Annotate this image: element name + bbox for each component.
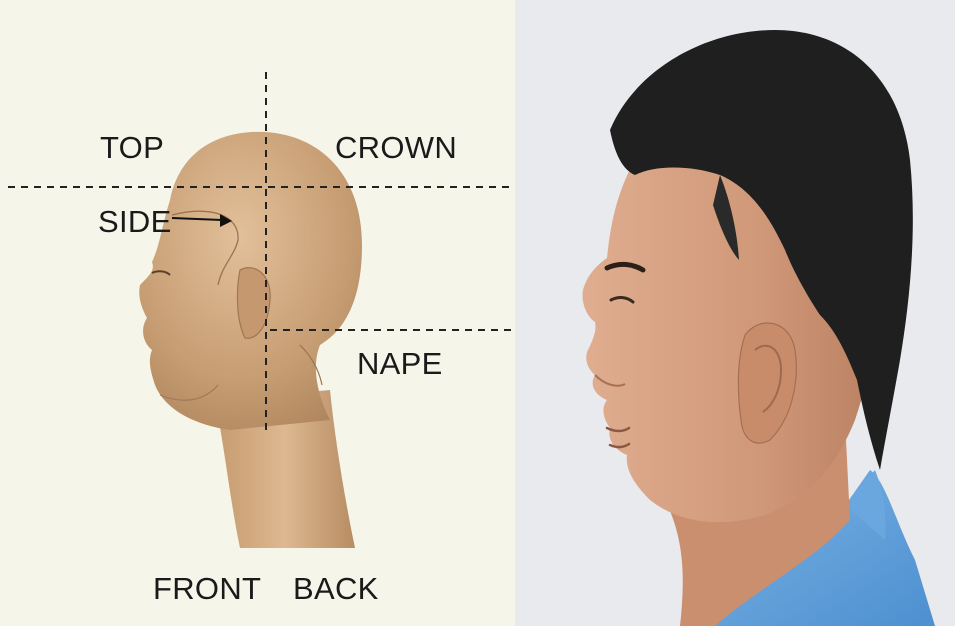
label-nape: NAPE (357, 348, 443, 379)
label-front: FRONT (153, 573, 261, 604)
label-crown: CROWN (335, 132, 457, 163)
label-side: SIDE (98, 206, 172, 237)
head-sections-diagram: TOP CROWN SIDE NAPE FRONT BACK (0, 0, 515, 626)
profile-photo (515, 0, 955, 626)
man-profile-illustration (515, 0, 955, 626)
mannequin-head-illustration (0, 0, 515, 626)
label-back: BACK (293, 573, 379, 604)
label-top: TOP (100, 132, 164, 163)
